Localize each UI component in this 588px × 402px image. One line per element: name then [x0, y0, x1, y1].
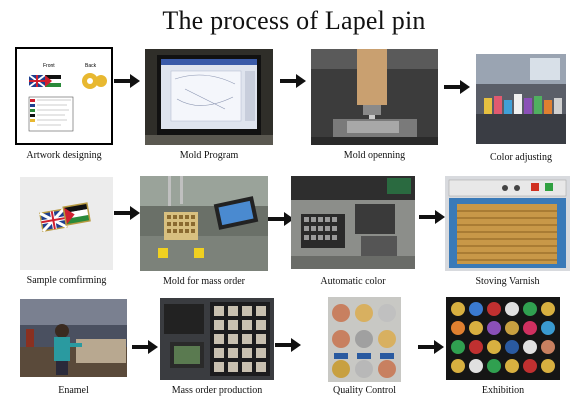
worker-enamel-image	[20, 299, 127, 377]
step-mold-openning	[311, 49, 438, 145]
step-label-mold-for-mass-order: Mold for mass order	[163, 276, 245, 287]
arrow-right-icon	[268, 212, 294, 226]
step-label-mold-openning: Mold openning	[343, 150, 406, 161]
step-exhibition	[446, 297, 560, 380]
arrow-right-icon	[114, 206, 140, 220]
pin-display-board-image	[446, 297, 560, 380]
step-color-adjusting	[476, 54, 566, 144]
arrow-right-icon	[132, 340, 158, 354]
medals-image	[328, 297, 401, 382]
arrow-right-icon	[444, 80, 470, 94]
step-label-stoving-varnish: Stoving Varnish	[475, 276, 540, 287]
step-label-mass-order-production: Mass order production	[171, 385, 263, 396]
step-quality-control	[328, 297, 401, 382]
artwork-back-label: Back	[85, 63, 97, 69]
step-sample-comfirming	[20, 177, 113, 270]
step-mass-order-production	[160, 298, 274, 380]
arrow-right-icon	[280, 74, 306, 88]
step-label-artwork-designing: Artwork designing	[26, 150, 102, 161]
step-stoving-varnish	[445, 176, 570, 271]
oven-trays-image	[445, 176, 570, 271]
step-artwork-designing: Front Back	[15, 47, 113, 145]
artwork-sheet-image: Front Back	[28, 63, 107, 132]
flag-pin-sample-image	[20, 177, 113, 270]
arrow-right-icon	[418, 340, 444, 354]
monitor-screen-image	[145, 49, 273, 145]
step-label-enamel: Enamel	[58, 385, 89, 396]
step-mold-for-mass-order	[140, 176, 268, 271]
step-enamel	[20, 299, 127, 377]
step-label-mold-program: Mold Program	[179, 150, 239, 161]
production-mold-image	[140, 176, 268, 271]
diagram-title: The process of Lapel pin	[162, 6, 426, 35]
step-automatic-color	[291, 176, 415, 269]
step-label-sample-comfirming: Sample comfirming	[26, 275, 107, 286]
engraving-machine-image	[311, 49, 438, 145]
step-mold-program	[145, 49, 273, 145]
pin-trays-image	[160, 298, 274, 380]
arrow-right-icon	[114, 74, 140, 88]
step-label-automatic-color: Automatic color	[320, 276, 386, 287]
step-label-color-adjusting: Color adjusting	[490, 152, 552, 163]
arrow-right-icon	[275, 338, 301, 352]
color-machine-image	[291, 176, 415, 269]
step-label-quality-control: Quality Control	[332, 385, 397, 396]
artwork-front-label: Front	[43, 63, 55, 69]
paint-bottles-image	[476, 54, 566, 144]
step-label-exhibition: Exhibition	[481, 385, 525, 396]
arrow-right-icon	[419, 210, 445, 224]
